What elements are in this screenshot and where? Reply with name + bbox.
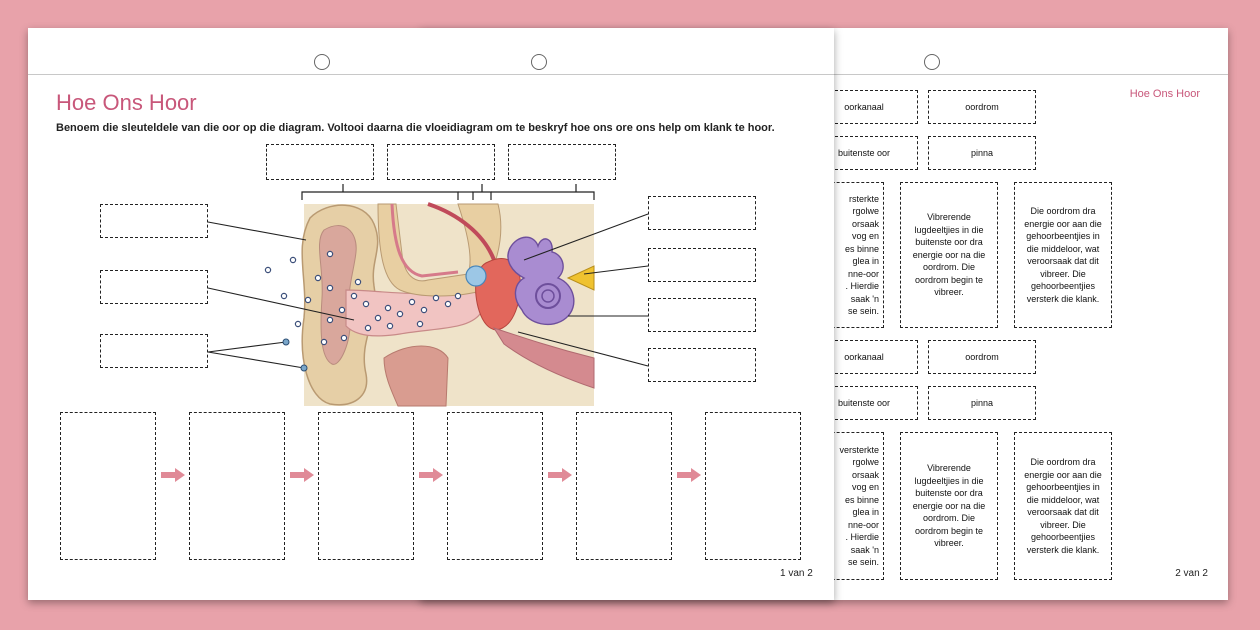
page-number: 1 van 2	[780, 568, 813, 579]
label-box[interactable]	[100, 204, 208, 238]
punch-hole	[531, 54, 547, 70]
instruction-text: Benoem die sleuteldele van die oor op di…	[56, 122, 775, 134]
label-box[interactable]	[100, 334, 208, 368]
sound-particles	[264, 250, 462, 346]
flow-arrow-icon	[419, 468, 443, 482]
flow-step-box[interactable]	[318, 412, 414, 560]
worksheet: Hoe Ons Hoor Benoem die sleuteldele van …	[28, 28, 834, 600]
label-box[interactable]	[648, 248, 756, 282]
flow-arrow-icon	[548, 468, 572, 482]
flow-step-box[interactable]	[705, 412, 801, 560]
word-card: oordrom	[928, 90, 1036, 124]
description-card: Die oordrom dra energie oor aan die geho…	[1014, 432, 1112, 580]
page-number: 2 van 2	[1175, 568, 1208, 579]
label-box[interactable]	[266, 144, 374, 180]
flow-step-box[interactable]	[576, 412, 672, 560]
worksheet-title: Hoe Ons Hoor	[56, 90, 197, 115]
word-card: oordrom	[928, 340, 1036, 374]
description-text: rsterkte rgolwe orsaak vog en es binne g…	[844, 193, 879, 317]
label-box[interactable]	[648, 298, 756, 332]
cutout-title: Hoe Ons Hoor	[1129, 88, 1200, 100]
punch-hole	[314, 54, 330, 70]
divider	[28, 74, 834, 75]
flow-arrow-icon	[677, 468, 701, 482]
flow-arrow-icon	[161, 468, 185, 482]
description-card: Vibrerende lugdeeltjies in die buitenste…	[900, 182, 998, 328]
word-card: pinna	[928, 386, 1036, 420]
particle-marker	[282, 338, 290, 346]
bracket-lines	[301, 184, 595, 200]
flow-step-box[interactable]	[447, 412, 543, 560]
ear-diagram	[207, 184, 649, 407]
particle-marker	[300, 364, 308, 372]
label-box[interactable]	[648, 348, 756, 382]
flow-step-box[interactable]	[189, 412, 285, 560]
description-card: Die oordrom dra energie oor aan die geho…	[1014, 182, 1112, 328]
label-box[interactable]	[100, 270, 208, 304]
description-text: versterkte rgolwe orsaak vog en es binne…	[839, 444, 879, 568]
label-box[interactable]	[387, 144, 495, 180]
word-card: pinna	[928, 136, 1036, 170]
description-card: Vibrerende lugdeeltjies in die buitenste…	[900, 432, 998, 580]
leader-lines	[207, 213, 649, 369]
flow-arrow-icon	[290, 468, 314, 482]
label-box[interactable]	[508, 144, 616, 180]
label-box[interactable]	[648, 196, 756, 230]
flow-step-box[interactable]	[60, 412, 156, 560]
punch-hole	[924, 54, 940, 70]
ear-illustration	[301, 202, 595, 407]
